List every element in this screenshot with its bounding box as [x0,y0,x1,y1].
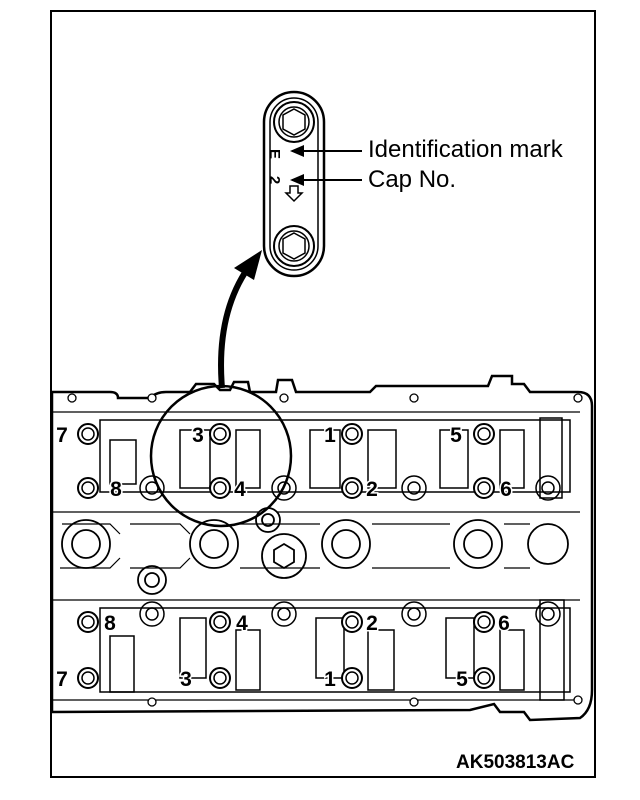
cap-bolt-inner [345,481,359,495]
pointer-arrow-icon [218,250,262,389]
cap-number-top-upper: 5 [450,424,462,447]
cap-number-labels: 7 3 1 5 8 4 2 6 8 4 2 6 7 3 1 5 [55,423,514,693]
cap-number-bottom-upper: 2 [366,612,378,635]
highlight-circle [149,384,293,528]
cap-number-top-lower: 2 [366,478,378,501]
cap-bolt [77,423,99,445]
cap-bolt [473,477,495,499]
cap-number-bottom-upper: 4 [236,612,248,635]
cylinder-head [52,374,594,722]
cap-bolt-inner [477,671,491,685]
cap-bolt [473,423,495,445]
cap-bolt-inner [213,671,227,685]
cap-number-bottom-lower: 7 [56,668,68,691]
cap-bolt-inner [81,427,95,441]
cap-number-bottom-lower: 1 [324,668,336,691]
cap-bolt [209,667,231,689]
cap-bolt-inner [81,615,95,629]
cap-bolt [209,423,231,445]
cap-number-top-lower: 6 [500,478,512,501]
cap-bolt-inner [477,481,491,495]
cap-bolt-inner [345,615,359,629]
cap-mark-number: 2 [266,176,283,184]
cap-bolt [341,477,363,499]
cap-bolt [473,667,495,689]
identification-mark-label: Identification mark [368,136,563,163]
cap-number-bottom-lower: 5 [456,668,468,691]
cap-bolt [77,667,99,689]
spark-plug-bosses [61,507,569,595]
cap-bolt [77,477,99,499]
leader-lines [290,145,362,186]
cap-bolt [209,611,231,633]
cap-number-label: Cap No. [368,166,457,193]
cap-bolt [473,611,495,633]
intake-camshaft [99,417,571,501]
cap-direction-arrow-icon [284,185,304,203]
cap-bolts [77,423,495,689]
cap-bolt [209,477,231,499]
figure-id: AK503813AC [456,752,575,773]
cap-bolt-inner [477,615,491,629]
cap-number-bottom-upper: 6 [498,612,510,635]
cap-number-top-lower: 4 [234,478,246,501]
cap-number-bottom-lower: 3 [180,668,192,691]
cap-bolt-inner [81,671,95,685]
cap-bolt-top [273,101,315,143]
cap-bolt [341,667,363,689]
cap-bolt-inner [213,615,227,629]
cap-bolt-inner [345,671,359,685]
cap-number-bottom-upper: 8 [104,612,116,635]
cap-number-top-upper: 7 [56,424,68,447]
cap-number-top-lower: 8 [110,478,122,501]
cap-number-top-upper: 3 [192,424,204,447]
cap-bolt-inner [345,427,359,441]
bearing-cap-detail: E 2 [262,90,326,278]
cap-bolt [341,611,363,633]
cap-bolt-inner [213,481,227,495]
cap-bolt [341,423,363,445]
cap-bolt-inner [213,427,227,441]
cap-bolt-bottom [273,225,315,267]
exhaust-camshaft [99,599,571,701]
cap-bolt-inner [477,427,491,441]
cap-bolt-inner [81,481,95,495]
cap-number-top-upper: 1 [324,424,336,447]
cap-mark-letter: E [266,149,283,159]
cap-bolt [77,611,99,633]
